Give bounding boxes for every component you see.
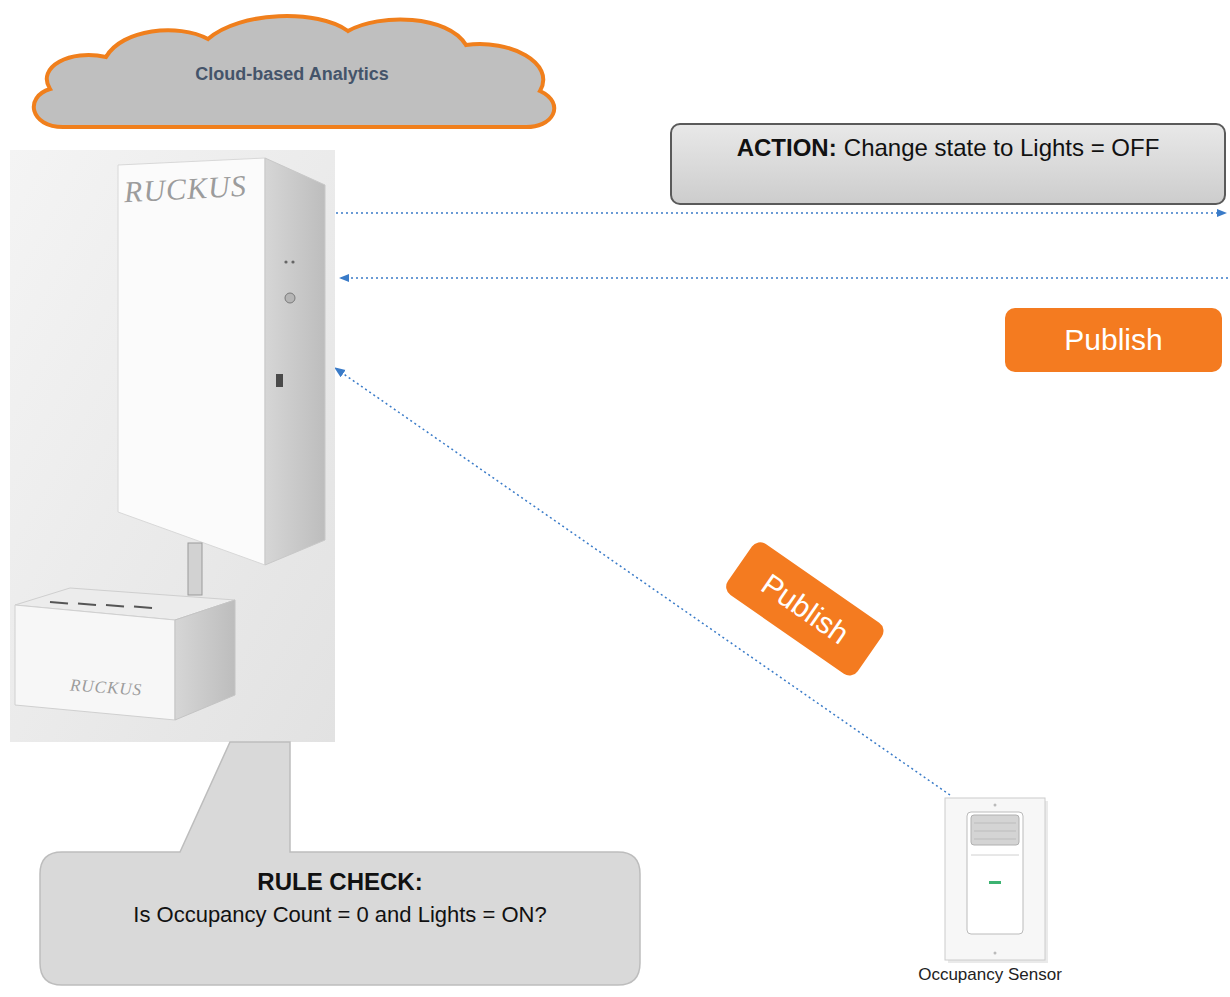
vent-slot	[50, 602, 68, 604]
cloud-title: Cloud-based Analytics	[195, 64, 388, 85]
cloud-shape	[34, 16, 554, 127]
indicator-led	[989, 881, 1001, 884]
publish-connector	[335, 368, 950, 795]
reset-button	[285, 293, 295, 303]
vent-slot	[78, 604, 96, 606]
device-illustration	[10, 150, 335, 742]
status-led	[284, 260, 287, 263]
callout-shape	[40, 742, 640, 985]
access-point-side	[265, 158, 325, 565]
publish-label: Publish	[1064, 323, 1162, 357]
action-box: ACTION: Change state to Lights = OFF	[670, 123, 1226, 205]
base-side	[175, 600, 235, 720]
vent-slot	[134, 607, 152, 609]
action-heading: ACTION:	[737, 134, 837, 161]
port-slot	[276, 374, 283, 387]
callout-text: Is Occupancy Count = 0 and Lights = ON?	[60, 902, 620, 928]
connector-stub	[188, 543, 202, 595]
brand-logo: RUCKUS	[69, 676, 142, 701]
callout-outline	[40, 740, 640, 985]
rule-check-callout: RULE CHECK: Is Occupancy Count = 0 and Li…	[40, 740, 640, 985]
lens-ridge	[974, 831, 1016, 832]
sensor-illustration	[900, 795, 1080, 993]
sensor-caption: Occupancy Sensor	[900, 965, 1080, 985]
publish-badge: Publish	[723, 539, 888, 680]
brand-logo: RUCKUS	[123, 169, 247, 209]
cloud-outline	[18, 5, 566, 137]
wall-plate	[945, 798, 1045, 960]
lens-ridge	[974, 823, 1016, 824]
base-top	[15, 588, 235, 620]
incoming-message-line	[340, 277, 1228, 279]
action-text: Change state to Lights = OFF	[844, 134, 1160, 161]
lens-ridge	[974, 839, 1016, 840]
sensor-body	[967, 812, 1023, 934]
status-led	[291, 260, 294, 263]
photo-background	[10, 150, 335, 742]
button-edge	[971, 855, 1019, 856]
access-point-front	[118, 158, 265, 565]
plate-shadow	[948, 801, 1048, 963]
base-front	[15, 605, 175, 720]
callout-heading: RULE CHECK:	[60, 868, 620, 896]
occupancy-sensor: Occupancy Sensor	[900, 795, 1080, 993]
outgoing-message-line	[336, 212, 1226, 214]
sensor-lens	[971, 815, 1019, 845]
publish-badge: Publish	[1005, 308, 1222, 372]
access-point-device: RUCKUS RUCKUS	[10, 150, 335, 742]
mount-screw	[994, 952, 997, 955]
mount-screw	[994, 804, 997, 807]
vent-slot	[106, 605, 124, 607]
cloud-node: Cloud-based Analytics	[18, 5, 566, 137]
